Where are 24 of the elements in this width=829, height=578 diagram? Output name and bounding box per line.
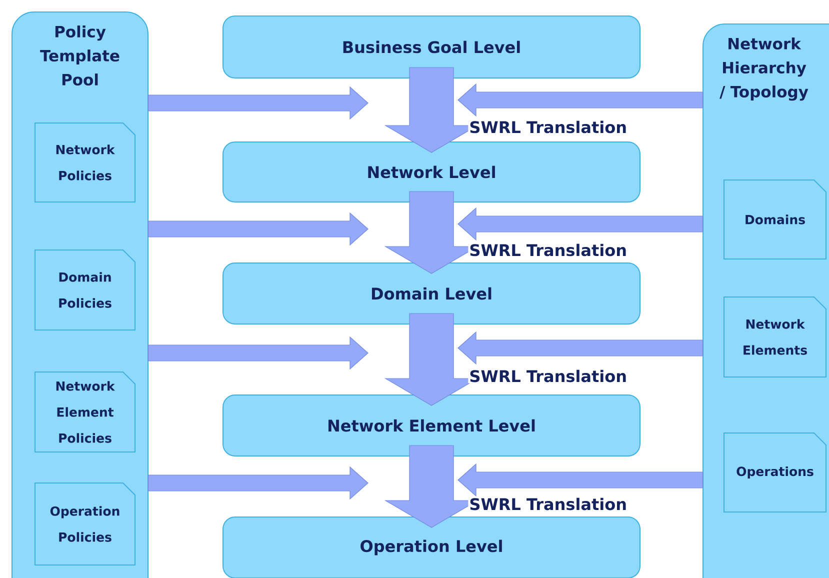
- level-box: Domain Level: [222, 262, 640, 324]
- block-arrow: [458, 207, 704, 241]
- level-box: Business Goal Level: [222, 16, 640, 78]
- block-arrow: [458, 331, 704, 365]
- level-box: Network Level: [222, 142, 640, 202]
- level-box: Network Element Level: [222, 394, 640, 456]
- document-box: Operations: [724, 432, 827, 512]
- block-arrow: [148, 86, 368, 120]
- edge-label: SWRL Translation: [468, 242, 628, 258]
- block-arrow: [148, 212, 368, 246]
- block-arrow: [458, 463, 704, 497]
- edge-label: SWRL Translation: [468, 368, 628, 384]
- document-box: Domains: [724, 180, 827, 260]
- document-box: Network Element Policies: [34, 372, 136, 452]
- block-arrow: [148, 336, 368, 370]
- document-box: Network Policies: [34, 122, 136, 202]
- document-box: Domain Policies: [34, 250, 136, 330]
- edge-label: SWRL Translation: [468, 120, 628, 134]
- document-box: Operation Policies: [34, 482, 136, 566]
- block-arrow: [458, 83, 704, 117]
- document-box: Network Elements: [724, 296, 827, 378]
- block-arrow: [148, 466, 368, 500]
- edge-label: SWRL Translation: [468, 496, 628, 512]
- level-box: Operation Level: [222, 516, 640, 578]
